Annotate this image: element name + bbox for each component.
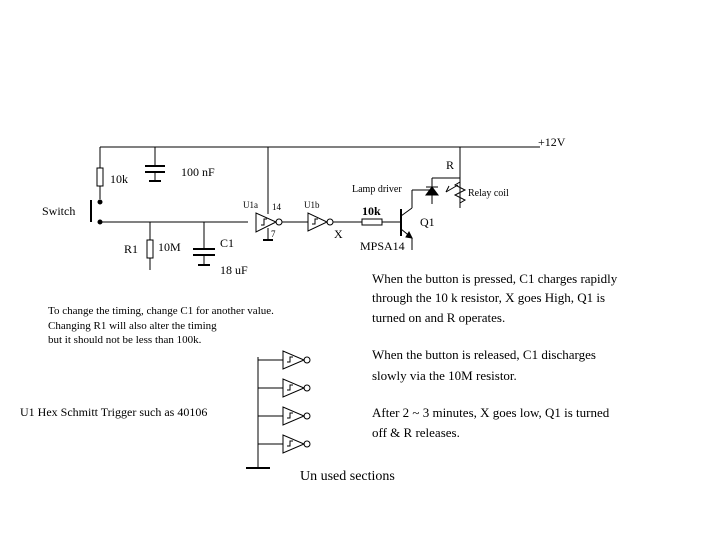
pressed-note-line: through the 10 k resistor, X goes High, … xyxy=(372,290,605,305)
timing-note-line: Changing R1 will also alter the timing xyxy=(48,320,217,332)
lamp-driver-label: Lamp driver xyxy=(352,184,402,195)
unused-gates xyxy=(246,350,311,469)
pressed-note-line: turned on and R operates. xyxy=(372,310,505,325)
relay-r-label: R xyxy=(446,158,454,172)
schmitt-inverter-u1a xyxy=(255,147,283,241)
resistor-base-10k xyxy=(361,218,400,226)
pin-14-label: 14 xyxy=(272,202,282,212)
switch-symbol xyxy=(90,199,248,225)
capacitor-100nf xyxy=(145,147,165,182)
released-note-line: When the button is released, C1 discharg… xyxy=(372,347,596,362)
u1a-label: U1a xyxy=(243,200,258,210)
resistor-r1-value: 10M xyxy=(158,240,181,254)
capacitor-c1 xyxy=(193,222,215,266)
node-x-label: X xyxy=(334,227,343,241)
resistor-base-label: 10k xyxy=(362,204,381,218)
pin-7-label: 7 xyxy=(271,229,276,239)
capacitor-100nf-label: 100 nF xyxy=(181,165,215,179)
relay-coil-section xyxy=(412,147,467,208)
resistor-10k-label: 10k xyxy=(110,172,128,186)
timing-note-line: To change the timing, change C1 for anot… xyxy=(48,305,274,317)
pressed-note-line: When the button is pressed, C1 charges r… xyxy=(372,271,618,286)
resistor-r1-label: R1 xyxy=(124,242,138,256)
released-note-line: slowly via the 10M resistor. xyxy=(372,368,517,383)
timing-note: To change the timing, change C1 for anot… xyxy=(48,305,274,346)
capacitor-c1-label: C1 xyxy=(220,236,234,250)
supply-label: +12V xyxy=(538,135,566,149)
timing-note-line: but it should not be less than 100k. xyxy=(48,334,202,346)
pressed-note: When the button is pressed, C1 charges r… xyxy=(372,271,618,325)
released-note: When the button is released, C1 discharg… xyxy=(372,347,596,383)
transistor-q1 xyxy=(400,190,413,250)
u1b-label: U1b xyxy=(304,200,320,210)
ic-label: U1 Hex Schmitt Trigger such as 40106 xyxy=(20,405,207,419)
after-note: After 2 ~ 3 minutes, X goes low, Q1 is t… xyxy=(372,405,610,440)
q1-label: Q1 xyxy=(420,215,435,229)
resistor-r1 xyxy=(146,222,154,270)
after-note-line: off & R releases. xyxy=(372,425,460,440)
capacitor-c1-value: 18 uF xyxy=(220,263,248,277)
transistor-part-label: MPSA14 xyxy=(360,239,405,253)
resistor-10k xyxy=(96,147,104,199)
relay-coil-label: Relay coil xyxy=(468,188,509,199)
after-note-line: After 2 ~ 3 minutes, X goes low, Q1 is t… xyxy=(372,405,610,420)
switch-label: Switch xyxy=(42,204,75,218)
schmitt-inverter-u1b xyxy=(307,212,362,232)
unused-sections-label: Un used sections xyxy=(300,469,395,484)
